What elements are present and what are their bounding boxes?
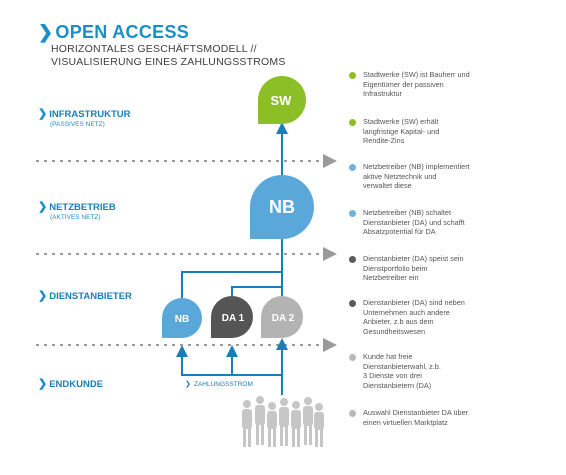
tier-infrastruktur: ❯INFRASTRUKTUR (PASSIVES NETZ) bbox=[38, 107, 131, 128]
legend-line: aktive Netztechnik und bbox=[363, 171, 437, 181]
tier-dienstanbieter: ❯DIENSTANBIETER bbox=[38, 289, 132, 302]
legend-line: Rendite-Zins bbox=[363, 136, 405, 146]
payment-chevron-icon: ❯ bbox=[185, 380, 191, 388]
chevron-right-icon: ❯ bbox=[38, 201, 48, 213]
payment-label: ZAHLUNGSSTROM bbox=[194, 381, 253, 388]
node-sw: SW bbox=[258, 76, 306, 124]
legend-item: Stadtwerke (SW) ist Bauherr und Eigentüm… bbox=[349, 70, 563, 99]
chevron-right-icon: ❯ bbox=[38, 290, 48, 302]
legend-item: Auswahl Dienstanbieter DA über einen vir… bbox=[349, 408, 563, 427]
node-da2: DA 2 bbox=[261, 296, 303, 338]
node-nb-small-label: NB bbox=[175, 314, 189, 325]
legend-line: Auswahl Dienstanbieter DA über bbox=[363, 408, 469, 417]
legend-line: Netzbetreiber (NB) implementiert bbox=[363, 162, 470, 171]
legend-item: Netzbetreiber (NB) implementiert aktive … bbox=[349, 162, 563, 191]
legend-line: Gesundheitswesen bbox=[363, 326, 426, 336]
subtitle-line-1: HORIZONTALES GESCHÄFTSMODELL // bbox=[51, 43, 257, 55]
node-nb-main: NB bbox=[250, 175, 314, 239]
tier-label: DIENSTANBIETER bbox=[49, 291, 132, 302]
title-text: OPEN ACCESS bbox=[55, 22, 190, 42]
tier-label: ENDKUNDE bbox=[49, 379, 104, 390]
legend-item: Stadtwerke (SW) erhält langfristige Kapi… bbox=[349, 117, 563, 146]
legend-line: Netzbetreiber ein bbox=[363, 273, 419, 283]
node-nb-main-label: NB bbox=[269, 197, 295, 217]
legend-line: Dienstanbieter (DA) speist sein bbox=[363, 254, 464, 263]
legend-line: Unternehmen auch andere bbox=[363, 307, 450, 317]
legend-dot-icon bbox=[349, 256, 356, 263]
tier-netzbetrieb: ❯NETZBETRIEB (AKTIVES NETZ) bbox=[38, 200, 116, 221]
legend-dot-icon bbox=[349, 410, 356, 417]
legend-line: einen virtuellen Marktplatz bbox=[363, 417, 448, 427]
legend-line: Stadtwerke (SW) ist Bauherr und bbox=[363, 70, 470, 79]
legend-dot-icon bbox=[349, 210, 356, 217]
page-subtitle: HORIZONTALES GESCHÄFTSMODELL // VISUALIS… bbox=[51, 43, 286, 69]
legend-dot-icon bbox=[349, 164, 356, 171]
legend-line: Anbieter, z.b aus dem bbox=[363, 317, 434, 327]
tier-sublabel: (AKTIVES NETZ) bbox=[50, 214, 101, 221]
legend-line: Eigentümer der passiven bbox=[363, 79, 444, 89]
node-da1: DA 1 bbox=[211, 296, 253, 338]
flow-line-nb-branch bbox=[181, 271, 282, 303]
payment-arrow-nb bbox=[176, 345, 282, 376]
legend-dot-icon bbox=[349, 300, 356, 307]
legend-line: Infrastruktur bbox=[363, 89, 402, 99]
tier-label: NETZBETRIEB bbox=[49, 202, 116, 213]
chevron-right-icon: ❯ bbox=[38, 378, 48, 390]
node-da1-label: DA 1 bbox=[222, 313, 245, 324]
legend-line: Dienstportfolio beim bbox=[363, 263, 428, 273]
legend-dot-icon bbox=[349, 119, 356, 126]
node-sw-shape bbox=[258, 76, 306, 124]
legend-line: Dienstanbieter (DA) sind neben bbox=[363, 298, 465, 307]
crowd-icon bbox=[242, 396, 324, 447]
legend-dot-icon bbox=[349, 354, 356, 361]
legend-line: Dienstanbieter (DA) und schafft bbox=[363, 217, 465, 227]
node-nb-main-shape bbox=[250, 175, 314, 239]
node-da2-label: DA 2 bbox=[272, 313, 295, 324]
legend-item: Dienstanbieter (DA) speist sein Dienstpo… bbox=[349, 254, 563, 283]
legend-dot-icon bbox=[349, 72, 356, 79]
tier-label: INFRASTRUKTUR bbox=[49, 109, 131, 120]
page-title: ❯OPEN ACCESS bbox=[38, 22, 189, 43]
flow-line-da1-branch bbox=[231, 286, 282, 296]
legend-line: Absatzpotential für DA bbox=[363, 227, 436, 237]
chevron-right-icon: ❯ bbox=[38, 22, 54, 42]
node-nb-small-shape bbox=[162, 298, 202, 338]
node-da1-shape bbox=[211, 296, 253, 338]
node-nb-small: NB bbox=[162, 298, 202, 338]
legend-item: Dienstanbieter (DA) sind neben Unternehm… bbox=[349, 298, 563, 336]
legend-line: verwaltet diese bbox=[363, 181, 412, 191]
legend-line: 3 Dienste von drei bbox=[363, 371, 422, 381]
legend-line: Netzbetreiber (NB) schaltet bbox=[363, 208, 452, 217]
legend-line: Dienstanbietern (DA) bbox=[363, 380, 432, 390]
legend-line: langfristige Kapital- und bbox=[363, 126, 440, 136]
legend-item: Netzbetreiber (NB) schaltet Dienstanbiet… bbox=[349, 208, 563, 237]
tier-sublabel: (PASSIVES NETZ) bbox=[50, 121, 105, 128]
subtitle-line-2: VISUALISIERUNG EINES ZAHLUNGSSTROMS bbox=[51, 56, 286, 68]
node-da2-shape bbox=[261, 296, 303, 338]
legend-line: Kunde hat freie bbox=[363, 352, 413, 361]
legend-line: Stadtwerke (SW) erhält bbox=[363, 117, 439, 126]
node-sw-label: SW bbox=[271, 93, 293, 108]
legend-line: Dienstanbieterwahl, z.b. bbox=[363, 361, 441, 371]
tier-endkunde: ❯ENDKUNDE bbox=[38, 377, 103, 390]
legend-item: Kunde hat freie Dienstanbieterwahl, z.b.… bbox=[349, 352, 563, 390]
chevron-right-icon: ❯ bbox=[38, 108, 48, 120]
